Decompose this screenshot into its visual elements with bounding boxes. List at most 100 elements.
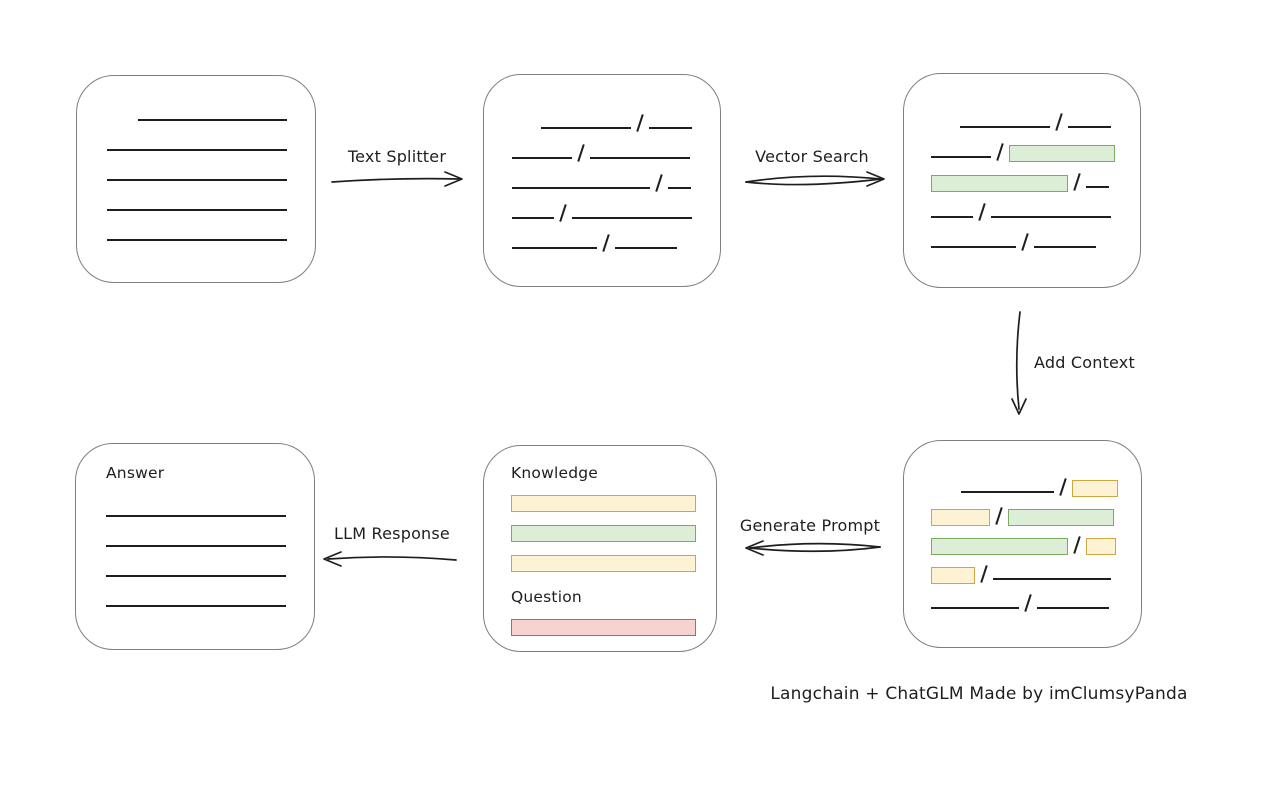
text-line	[615, 247, 678, 249]
green-chunk	[1008, 509, 1115, 526]
slash-separator	[980, 565, 988, 583]
generate-prompt-label: Generate Prompt	[739, 516, 881, 535]
slash-separator	[559, 204, 567, 222]
text-line	[649, 127, 693, 129]
source-document-lines	[77, 76, 315, 282]
text-line	[1034, 246, 1097, 248]
text-line	[931, 607, 1019, 609]
chunk-row	[512, 232, 692, 252]
green-bar	[511, 525, 696, 542]
knowledge-bars	[511, 482, 696, 572]
slash-separator	[996, 143, 1004, 161]
text-line	[107, 149, 287, 151]
answer-box-content: Answer	[76, 444, 314, 649]
text-line	[931, 156, 991, 158]
matched-chunks-lines	[904, 74, 1140, 287]
chunk-row	[931, 505, 1115, 526]
vector-search-arrow	[745, 171, 885, 187]
chunk-row	[931, 592, 1114, 612]
yellow-chunk	[1086, 538, 1117, 555]
text-line	[590, 157, 691, 159]
question-bars	[511, 606, 696, 636]
text-line	[960, 126, 1050, 128]
slash-separator	[978, 203, 986, 221]
text-line	[1037, 607, 1110, 609]
chunk-row	[512, 112, 693, 132]
green-chunk	[1009, 145, 1116, 162]
question-heading: Question	[511, 588, 582, 606]
source-document-box	[76, 75, 316, 283]
green-chunk	[931, 538, 1068, 555]
chunk-row	[107, 194, 287, 211]
answer-heading: Answer	[106, 464, 165, 482]
chunk-row	[512, 172, 692, 192]
chunk-row	[107, 224, 287, 241]
split-chunks-lines	[484, 75, 720, 286]
context-chunks-box	[903, 440, 1142, 648]
chunk-row	[931, 476, 1119, 497]
slash-separator	[1073, 173, 1081, 191]
slash-separator	[1059, 478, 1067, 496]
yellow-chunk	[931, 509, 990, 526]
slash-separator	[655, 174, 663, 192]
chunk-row	[931, 111, 1113, 131]
chunk-row	[931, 201, 1113, 221]
text-line	[107, 179, 287, 181]
text-line	[1086, 186, 1110, 188]
chunk-row	[931, 141, 1116, 162]
text-line	[668, 187, 692, 189]
add-context-label: Add Context	[1034, 353, 1135, 372]
answer-box: Answer	[75, 443, 315, 650]
text-line	[138, 119, 287, 121]
slash-separator	[602, 234, 610, 252]
yellow-chunk	[1072, 480, 1119, 497]
chunk-row	[931, 534, 1117, 555]
yellow-bar	[511, 555, 696, 572]
vector-search-label: Vector Search	[755, 147, 869, 166]
text-line	[541, 127, 631, 129]
generate-prompt-arrow	[745, 540, 881, 556]
answer-line	[106, 515, 286, 517]
chunk-row	[931, 563, 1114, 584]
answer-line	[106, 575, 286, 577]
split-chunks-box	[483, 74, 721, 287]
green-chunk	[931, 175, 1068, 192]
text-line	[107, 209, 287, 211]
slash-separator	[1024, 594, 1032, 612]
llm-response-arrow	[323, 551, 457, 567]
text-line	[991, 216, 1112, 218]
prompt-box-content: Knowledge Question	[484, 446, 716, 651]
answer-line	[106, 605, 286, 607]
chunk-row	[931, 171, 1113, 192]
text-line	[107, 239, 287, 241]
text-splitter-arrow	[331, 171, 463, 187]
chunk-row	[512, 142, 692, 162]
text-line	[572, 217, 693, 219]
slash-separator	[995, 507, 1003, 525]
text-line	[961, 491, 1054, 493]
text-line	[512, 217, 554, 219]
chunk-row	[107, 134, 287, 151]
matched-chunks-box	[903, 73, 1141, 288]
text-line	[931, 246, 1016, 248]
text-line	[512, 247, 597, 249]
llm-response-label: LLM Response	[334, 524, 450, 543]
chunk-row	[107, 164, 287, 181]
diagram-caption: Langchain + ChatGLM Made by imClumsyPand…	[770, 684, 1188, 704]
slash-separator	[577, 144, 585, 162]
chunk-row	[107, 104, 287, 121]
text-line	[1068, 126, 1112, 128]
red-bar	[511, 619, 696, 636]
slash-separator	[1073, 536, 1081, 554]
text-splitter-label: Text Splitter	[347, 147, 447, 166]
chunk-row	[931, 231, 1113, 251]
text-line	[931, 216, 973, 218]
context-chunks-lines	[904, 441, 1141, 647]
yellow-bar	[511, 495, 696, 512]
yellow-chunk	[931, 567, 975, 584]
add-context-arrow	[1011, 311, 1027, 415]
chunk-row	[512, 202, 693, 222]
answer-lines	[106, 482, 286, 607]
slash-separator	[1021, 233, 1029, 251]
